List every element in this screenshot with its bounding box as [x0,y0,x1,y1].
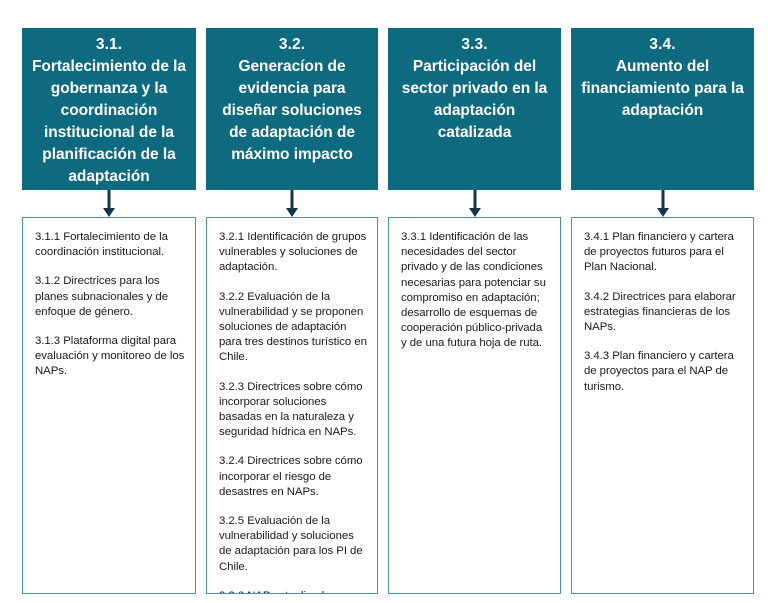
header-title-3-4: Aumento del financiamiento para la adapt… [581,58,744,119]
list-item: 3.1.1 Fortalecimiento de la coordinación… [35,231,168,259]
header-box-3-2: 3.2. Generacíon de evidencia para diseña… [206,28,378,190]
header-number-3-2: 3.2. [278,36,306,53]
list-item: 3.2.3 Directrices sobre cómo incorporar … [219,380,363,439]
list-item: 3.4.2 Directrices para elaborar estrateg… [584,290,736,334]
header-number-3-4: 3.4. [649,36,676,53]
flow-column-3-2: 3.2. Generacíon de evidencia para diseña… [206,28,378,594]
arrow-head [286,208,298,217]
list-item: 3.2.4 Directrices sobre cómo incorporar … [219,455,363,498]
arrow-head [103,208,115,217]
list-item: 3.4.3 Plan financiero y cartera de proye… [584,350,734,393]
list-item: 3.1.2 Directrices para los planes subnac… [35,275,169,318]
flowchart-columns: 3.1. Fortalecimiento de la gobernanza y … [22,28,754,594]
header-box-3-1: 3.1. Fortalecimiento de la gobernanza y … [22,28,196,190]
list-item: 3.4.1 Plan financiero y cartera de proye… [584,231,734,274]
down-arrow-icon-3-2 [206,190,378,217]
list-item: 3.3.1 Identificación de las necesidades … [401,231,546,350]
arrow-shaft [290,190,294,210]
arrow-shaft [473,190,476,210]
header-title-3-2: Generacíon de evidencia para diseñar sol… [222,58,362,163]
arrow-head [468,208,481,217]
header-box-3-3: 3.3. Participación del sector privado en… [388,28,561,190]
body-box-3-3: 3.3.1 Identificación de las necesidades … [388,217,561,594]
flow-column-3-3: 3.3. Participación del sector privado en… [388,28,561,594]
arrow-shaft [107,190,111,210]
list-item: 3.2.5 Evaluación de la vulnerabilidad y … [219,515,363,573]
flow-column-3-1: 3.1. Fortalecimiento de la gobernanza y … [22,28,196,594]
down-arrow-icon-3-1 [22,190,196,217]
body-box-3-2: 3.2.1 Identificación de grupos vulnerabl… [206,217,378,594]
body-box-3-4: 3.4.1 Plan financiero y cartera de proye… [571,217,754,594]
body-box-3-1: 3.1.1 Fortalecimiento de la coordinación… [22,217,196,594]
list-item: 3.2.6 NAP actualizado. [219,589,367,593]
list-item: 3.2.2 Evaluación de la vulnerabilidad y … [219,290,367,364]
header-title-3-1: Fortalecimiento de la gobernanza y la co… [32,58,186,185]
flow-column-3-4: 3.4. Aumento del financiamiento para la … [571,28,754,594]
list-item: 3.1.3 Plataforma digital para evaluación… [35,335,185,378]
arrow-head [656,208,669,217]
down-arrow-icon-3-4 [571,190,754,217]
header-number-3-3: 3.3. [461,36,488,53]
header-box-3-4: 3.4. Aumento del financiamiento para la … [571,28,754,190]
list-item: 3.2.1 Identificación de grupos vulnerabl… [219,231,367,274]
arrow-shaft [661,190,664,210]
down-arrow-icon-3-3 [388,190,561,217]
header-title-3-3: Participación del sector privado en la a… [401,58,548,141]
header-number-3-1: 3.1. [95,36,123,53]
